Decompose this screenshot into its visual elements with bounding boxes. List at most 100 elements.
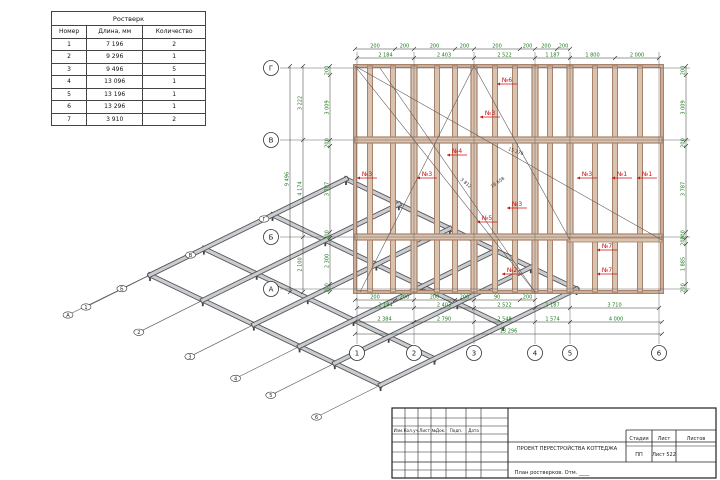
dim-bottom-3-label: 4 000 — [609, 317, 623, 323]
mark-arrow — [637, 176, 640, 180]
drawing-title: План ростверков. Отм. ____ — [515, 470, 590, 476]
cell: 3 — [50, 62, 88, 76]
dim-bottom-total-tick — [659, 331, 665, 337]
cell: 4 — [50, 75, 88, 89]
stage-value: ПП — [635, 452, 643, 458]
dim-bottom-1-label: 200 — [430, 295, 440, 301]
dim-bottom-1-label: 90 — [494, 295, 500, 301]
axis-label-col: 5 — [568, 350, 572, 358]
dim-left-2-tick — [300, 137, 306, 143]
iso-bubble — [133, 328, 145, 336]
dim-bottom-3-label: 2 384 — [377, 317, 391, 323]
joist-vertical — [452, 65, 458, 293]
dim-top-2-tick — [354, 55, 360, 61]
iso-axis-label: 1 — [84, 305, 87, 311]
axis-bubble-col — [406, 345, 422, 361]
dim-top-1-tick — [352, 46, 358, 52]
dim-left-1-label: 200 — [325, 138, 331, 148]
dim-left-total-label: 9 496 — [285, 172, 291, 186]
dim-top-1-label: 200 — [400, 44, 410, 50]
joist-vertical — [367, 65, 373, 293]
joist-vertical — [592, 65, 598, 293]
diagonal-line — [354, 65, 536, 293]
iso-leader — [193, 324, 254, 355]
dim-top-1-tick — [452, 46, 458, 52]
dim-bottom-2-label: 2 184 — [378, 303, 392, 309]
dim-right-label: 200 — [681, 230, 687, 240]
dim-left-1-tick — [327, 137, 333, 143]
mark-arrow — [577, 176, 580, 180]
dim-top-2-tick — [567, 55, 573, 61]
iso-beam-fill — [147, 176, 349, 278]
dim-bottom-2-tick — [656, 305, 662, 311]
dim-right-tick — [683, 241, 689, 247]
iso-beam-fill — [332, 265, 533, 366]
iso-beam-fill — [270, 212, 506, 328]
axis-bubble-row — [263, 281, 279, 297]
dim-bottom-2-tick — [354, 305, 360, 311]
dim-left-total-tick — [287, 289, 293, 295]
iso-beam-fill — [201, 246, 437, 361]
dim-bottom-1-tick — [352, 297, 358, 303]
dim-bottom-3-tick — [352, 319, 358, 325]
dim-left-1-tick — [327, 289, 333, 295]
iso-leader — [320, 384, 381, 416]
dim-bottom-2-label: 2 403 — [437, 303, 451, 309]
iso-leader — [274, 362, 335, 394]
dim-top-2-label: 2 522 — [497, 53, 511, 59]
mark-label: №1 — [616, 171, 627, 178]
title-block-frame — [391, 407, 717, 479]
dim-bottom-2-tick — [532, 305, 538, 311]
dim-left-1-label: 3 787 — [325, 182, 331, 196]
dim-left-2-tick — [300, 63, 306, 69]
outer-beam-inner — [354, 65, 663, 293]
cell: 2 — [142, 112, 206, 126]
mark-label: №3 — [581, 171, 592, 178]
mark-label: №3 — [511, 201, 522, 208]
dim-left-2-label: 2 100 — [298, 257, 304, 271]
mark-label: №4 — [451, 148, 462, 155]
axis-label-col: 3 — [472, 350, 476, 358]
dim-right-tick — [683, 235, 689, 241]
dim-right-label: 3 787 — [681, 182, 687, 196]
dim-left-1-tick — [327, 229, 333, 235]
dim-left-1-label: 3 009 — [325, 100, 331, 114]
cell: 1 — [142, 87, 206, 101]
dim-left-1-tick — [327, 281, 333, 287]
axis-bubble-row — [263, 132, 279, 148]
schedule-title: Ростверк — [51, 11, 206, 26]
dim-left-1-tick — [327, 235, 333, 241]
mark-label: №6 — [501, 77, 512, 84]
sheet-header: Лист — [658, 436, 671, 442]
iso-beam-fill — [147, 272, 383, 388]
iso-bubble — [265, 391, 277, 399]
mark-label: №3 — [361, 171, 372, 178]
dim-top-1-label: 200 — [460, 44, 470, 50]
iso-axis-label: 5 — [269, 393, 272, 399]
mark-arrow — [477, 220, 480, 224]
dim-bottom-1-tick — [392, 297, 398, 303]
dim-top-1-tick — [532, 46, 538, 52]
dim-bottom-3-tick — [532, 319, 538, 325]
dim-left-2-tick — [300, 234, 306, 240]
iso-bubble — [184, 353, 196, 361]
axis-bubble-col — [562, 345, 578, 361]
cell: 3 910 — [86, 112, 144, 126]
mark-label: №7 — [601, 243, 612, 250]
mark-arrow — [502, 272, 505, 276]
mark-arrow — [597, 272, 600, 276]
dim-bottom-1-tick — [471, 297, 477, 303]
dim-top-2-label: 2 000 — [630, 53, 644, 59]
dim-top-2-label: 1 187 — [545, 53, 559, 59]
dim-bottom-1-tick — [532, 297, 538, 303]
dim-bottom-total-tick — [352, 331, 358, 337]
dim-right-tick — [683, 63, 689, 69]
axis-bubble-col — [527, 345, 543, 361]
dim-bottom-1-label: 200 — [400, 295, 410, 301]
joist-vertical — [492, 65, 498, 293]
sheets-header: Листов — [687, 436, 706, 442]
